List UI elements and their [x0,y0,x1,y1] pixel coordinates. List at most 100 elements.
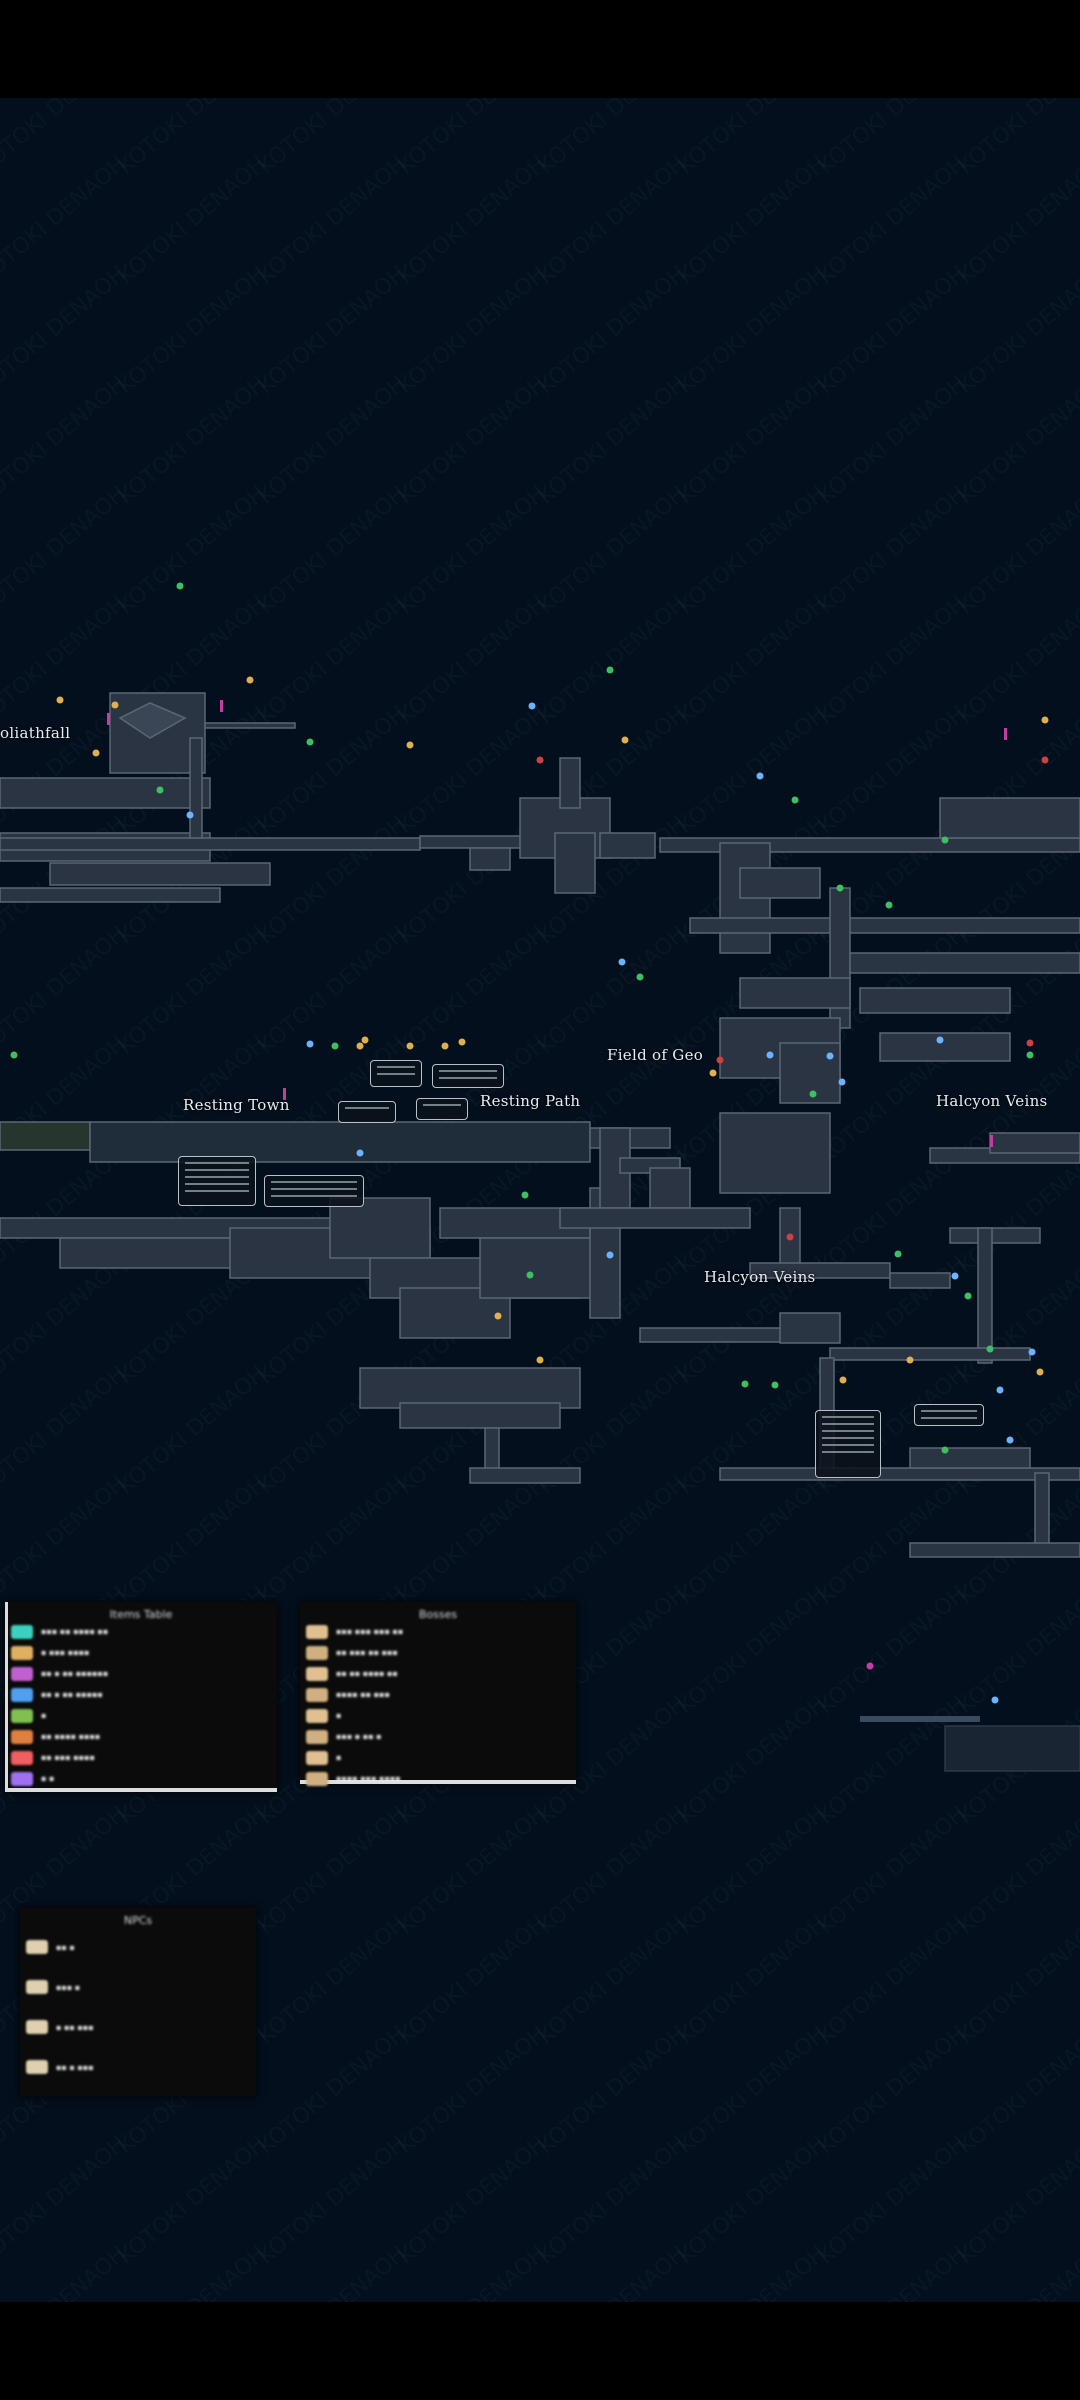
room [989,1132,1080,1154]
danger-marker-icon[interactable] [1026,1039,1034,1047]
ally-marker-icon[interactable] [606,666,614,674]
room [479,1237,601,1299]
corridor [204,722,296,729]
geo-marker-icon[interactable] [536,1356,544,1364]
legend-row: ▪▪ ▪▪▪ ▪▪▪▪ [11,1747,277,1768]
geo-marker-icon[interactable] [709,1069,717,1077]
corridor [689,917,1080,934]
info-callout[interactable] [338,1101,396,1123]
geo-marker-icon[interactable] [458,1038,466,1046]
danger-marker-icon[interactable] [716,1056,724,1064]
crystal-marker-icon[interactable] [618,958,626,966]
legend-row: ▪▪ ▪ [26,1927,256,1967]
crystal-marker-icon[interactable] [838,1078,846,1086]
info-callout[interactable] [178,1156,256,1206]
ally-marker-icon[interactable] [331,1042,339,1050]
ally-marker-icon[interactable] [771,1381,779,1389]
geo-marker-icon[interactable] [111,701,119,709]
crystal-marker-icon[interactable] [766,1051,774,1059]
geo-marker-icon[interactable] [406,1042,414,1050]
geo-marker-icon[interactable] [906,1356,914,1364]
ally-marker-icon[interactable] [836,884,844,892]
legend-row: ▪▪ ▪ ▪▪ ▪▪▪▪▪▪ [11,1663,277,1684]
geo-marker-icon[interactable] [356,1042,364,1050]
ally-marker-icon[interactable] [636,973,644,981]
legend-icon [26,1980,48,1994]
danger-marker-icon[interactable] [786,1233,794,1241]
crystal-marker-icon[interactable] [951,1272,959,1280]
room [909,1447,1031,1469]
crystal-marker-icon[interactable] [756,772,764,780]
legend-text: ▪▪ ▪ ▪▪ ▪▪▪▪▪ [41,1690,103,1699]
ally-marker-icon[interactable] [10,1051,18,1059]
area-label-halcyon-veins-south: Halcyon Veins [704,1268,816,1286]
crystal-marker-icon[interactable] [528,702,536,710]
ally-marker-icon[interactable] [885,901,893,909]
ally-marker-icon[interactable] [306,738,314,746]
gate-marker-icon[interactable] [866,1662,874,1670]
info-callout[interactable] [416,1098,468,1120]
room [329,1197,431,1259]
geo-marker-icon[interactable] [246,676,254,684]
ally-marker-icon[interactable] [986,1345,994,1353]
geo-marker-icon[interactable] [1041,716,1049,724]
gate-icon [1004,728,1007,740]
ally-marker-icon[interactable] [521,1191,529,1199]
corridor [849,952,1080,974]
geo-marker-icon[interactable] [621,736,629,744]
ally-marker-icon[interactable] [1026,1051,1034,1059]
gate-icon [107,713,110,725]
geo-marker-icon[interactable] [441,1042,449,1050]
gate-icon [990,1135,993,1147]
crystal-marker-icon[interactable] [1006,1436,1014,1444]
info-callout[interactable] [370,1060,422,1087]
ally-marker-icon[interactable] [156,786,164,794]
ally-marker-icon[interactable] [741,1380,749,1388]
corridor [889,1272,951,1289]
info-callout[interactable] [264,1175,364,1207]
legend-row: ▪▪▪▪ ▪▪▪ ▪▪▪▪ [306,1768,576,1789]
ally-marker-icon[interactable] [176,582,184,590]
geo-marker-icon[interactable] [406,741,414,749]
ally-marker-icon[interactable] [809,1090,817,1098]
room [469,847,511,871]
legend-title: Items Table [109,1608,173,1621]
ally-marker-icon[interactable] [526,1271,534,1279]
room [944,1725,1080,1772]
crystal-marker-icon[interactable] [996,1386,1004,1394]
legend-text: ▪▪ ▪ ▪▪▪ [56,2062,94,2072]
gate-icon [283,1088,286,1100]
legend-row: ▪▪ ▪▪ ▪▪▪▪ ▪▪ [306,1663,576,1684]
crystal-marker-icon[interactable] [186,811,194,819]
crystal-marker-icon[interactable] [606,1251,614,1259]
legend-text: ▪▪ ▪▪▪ ▪▪▪▪ [41,1753,95,1762]
ally-marker-icon[interactable] [894,1250,902,1258]
geo-marker-icon[interactable] [839,1376,847,1384]
crystal-marker-icon[interactable] [356,1149,364,1157]
crystal-marker-icon[interactable] [1028,1348,1036,1356]
geo-marker-icon[interactable] [1036,1368,1044,1376]
crystal-marker-icon[interactable] [936,1036,944,1044]
info-callout[interactable] [815,1410,881,1478]
ally-marker-icon[interactable] [941,836,949,844]
ally-marker-icon[interactable] [791,796,799,804]
room [469,1467,581,1484]
ally-marker-icon[interactable] [941,1446,949,1454]
geo-marker-icon[interactable] [92,749,100,757]
crystal-marker-icon[interactable] [826,1052,834,1060]
geo-marker-icon[interactable] [56,696,64,704]
danger-marker-icon[interactable] [536,756,544,764]
ally-marker-icon[interactable] [964,1292,972,1300]
geo-marker-icon[interactable] [361,1036,369,1044]
info-callout[interactable] [914,1404,984,1426]
crystal-marker-icon[interactable] [306,1040,314,1048]
info-callout[interactable] [432,1064,504,1088]
legend-bosses: Bosses ▪▪▪ ▪▪▪ ▪▪▪ ▪▪▪▪ ▪▪▪ ▪▪ ▪▪▪▪▪ ▪▪ … [300,1602,576,1786]
room [739,867,821,899]
danger-marker-icon[interactable] [1041,756,1049,764]
geo-marker-icon[interactable] [494,1312,502,1320]
crystal-marker-icon[interactable] [991,1696,999,1704]
navigation-bar [0,2302,1080,2400]
legend-icon [11,1645,33,1660]
